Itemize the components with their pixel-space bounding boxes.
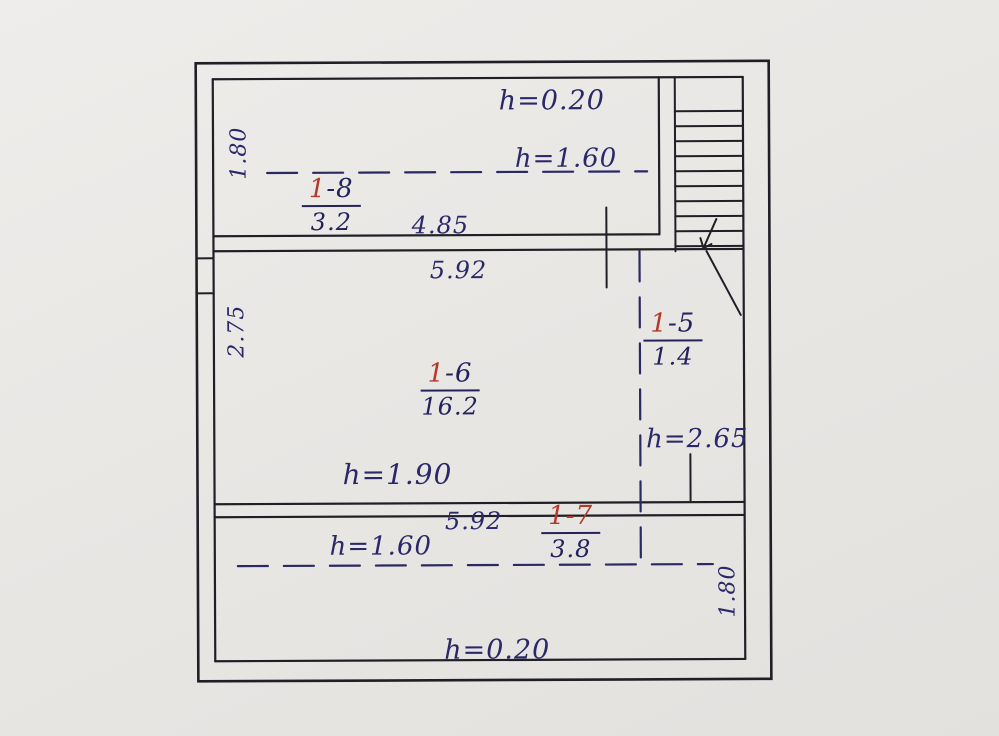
height-label-top-wall: h=0.20 — [498, 85, 605, 117]
room-area-1-6: 16.2 — [421, 392, 479, 421]
room-area-1-8: 3.2 — [310, 208, 353, 237]
dimension-label-2.75-left: 2.75 — [224, 304, 250, 358]
room-number-rest-part: -6 — [445, 358, 473, 389]
dimension-ticks — [195, 206, 692, 504]
height-label-bottom-wall: h=0.20 — [444, 634, 551, 666]
dashed-line-top-room — [266, 170, 649, 175]
room-area-1-7: 3.8 — [550, 535, 592, 564]
room-label-1-6: 1-6 16.2 — [420, 358, 480, 421]
staircase — [673, 76, 745, 253]
height-label-room-1-6: h=1.90 — [342, 457, 453, 492]
room-number-red-part: 1 — [650, 308, 668, 339]
door-swing-line — [705, 250, 742, 316]
room-number-red-part: 1-7 — [548, 500, 594, 532]
room-number-red-part: 1 — [427, 358, 446, 389]
room-number-rest-part: -5 — [667, 308, 696, 339]
height-label-right: h=2.65 — [646, 423, 749, 455]
room-label-1-5: 1-5 1.4 — [643, 308, 703, 371]
dimension-label-1.80-right: 1.80 — [715, 564, 741, 618]
stairs-steps — [673, 109, 745, 248]
dimension-label-5.92-bottom: 5.92 — [444, 506, 503, 536]
inner-walls — [211, 75, 747, 663]
room-number-1-7: 1-7 — [541, 500, 601, 535]
room-label-1-7: 1-7 3.8 — [541, 500, 601, 564]
room-number-1-5: 1-5 — [643, 308, 703, 342]
outer-walls — [194, 59, 773, 683]
dashed-section-lines — [236, 170, 714, 568]
room-label-1-8: 1-8 3.2 — [301, 173, 361, 237]
room-number-red-part: 1 — [308, 174, 327, 205]
room-area-1-5: 1.4 — [652, 342, 694, 371]
room-number-rest-part: -8 — [326, 173, 354, 205]
dimension-label-1.80-left: 1.80 — [226, 126, 252, 180]
left-wall-notch — [195, 257, 215, 295]
height-label-room-1-8: h=1.60 — [514, 143, 618, 174]
height-label-room-1-7: h=1.60 — [329, 531, 433, 562]
stairs-direction-arrow — [699, 218, 718, 250]
dashed-line-bottom-room — [236, 562, 714, 568]
stairs-side-line — [673, 76, 677, 253]
dimension-label-5.92-top: 5.92 — [429, 256, 488, 285]
dashed-line-vertical — [638, 250, 642, 561]
room-number-1-8: 1-8 — [301, 173, 361, 208]
room-number-1-6: 1-6 — [420, 358, 480, 392]
room-divider-walls — [212, 76, 746, 519]
dimension-label-4.85: 4.85 — [411, 211, 470, 240]
